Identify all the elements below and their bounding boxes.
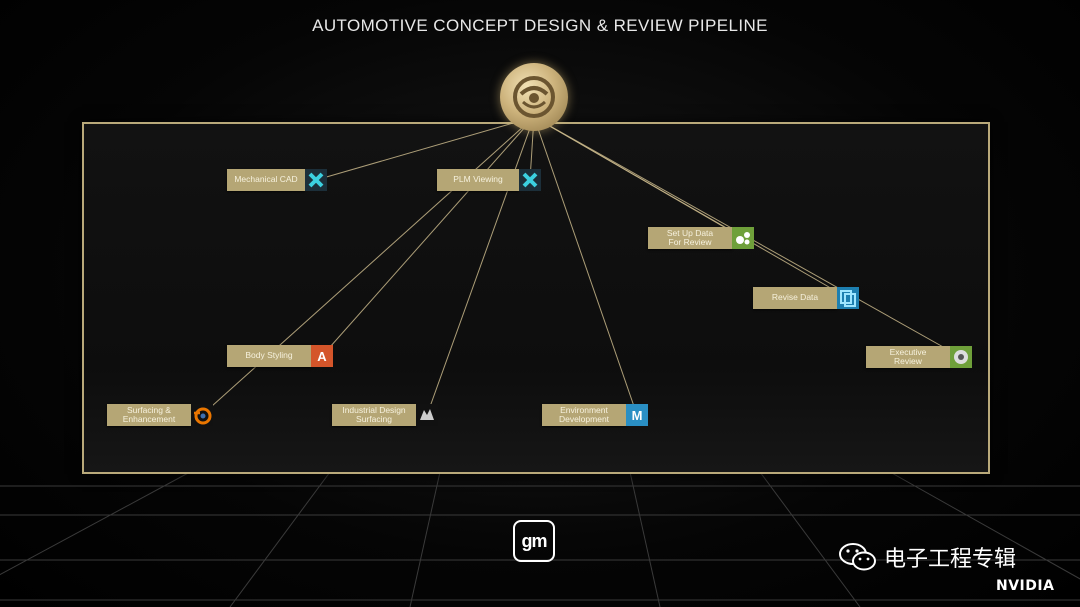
node-label: Industrial Design Surfacing <box>332 404 416 426</box>
x-cross-icon <box>305 169 327 191</box>
blender-icon <box>191 404 213 426</box>
node-environment-dev[interactable]: Environment Development M <box>542 404 648 426</box>
node-plm-viewing[interactable]: PLM Viewing <box>437 169 541 191</box>
node-revise-data[interactable]: Revise Data <box>753 287 859 309</box>
node-mechanical-cad[interactable]: Mechanical CAD <box>227 169 327 191</box>
node-body-styling[interactable]: Body Styling A <box>227 345 333 367</box>
node-industrial-design[interactable]: Industrial Design Surfacing <box>332 404 438 426</box>
nvidia-logo: NVIDIA <box>996 578 1055 594</box>
node-set-up-data[interactable]: Set Up Data For Review <box>648 227 754 249</box>
node-label: PLM Viewing <box>437 169 519 191</box>
rhino-icon <box>416 404 438 426</box>
node-label: Environment Development <box>542 404 626 426</box>
node-label: Revise Data <box>753 287 837 309</box>
x-cross-icon <box>519 169 541 191</box>
node-label: Executive Review <box>866 346 950 368</box>
disc-icon <box>950 346 972 368</box>
node-label: Mechanical CAD <box>227 169 305 191</box>
icon-glyph: M <box>631 407 643 423</box>
node-executive-review[interactable]: Executive Review <box>866 346 972 368</box>
omniverse-logo-icon[interactable] <box>500 63 568 131</box>
diagram-title: AUTOMOTIVE CONCEPT DESIGN & REVIEW PIPEL… <box>312 16 768 35</box>
watermark: 电子工程专辑 <box>838 540 1016 574</box>
gm-logo: gm <box>513 520 555 562</box>
stacked-squares-icon <box>837 287 859 309</box>
node-surfacing-enhancement[interactable]: Surfacing & Enhancement <box>107 404 213 426</box>
node-label: Set Up Data For Review <box>648 227 732 249</box>
icon-glyph: A <box>317 348 327 364</box>
node-label: Surfacing & Enhancement <box>107 404 191 426</box>
wechat-icon <box>838 540 878 574</box>
nodes-icon <box>732 227 754 249</box>
node-label: Body Styling <box>227 345 311 367</box>
autodesk-a-icon: A <box>311 345 333 367</box>
maya-m-icon: M <box>626 404 648 426</box>
watermark-text: 电子工程专辑 <box>884 547 1017 572</box>
